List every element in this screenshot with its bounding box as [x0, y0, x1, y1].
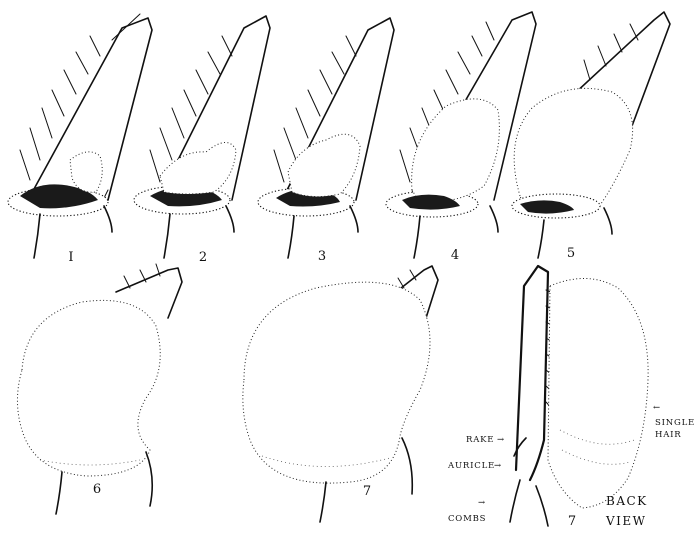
stage-2-leg	[134, 16, 270, 258]
single-hair-arrow: ←	[653, 403, 661, 413]
stage-label-7-front: 7	[363, 484, 371, 499]
stage-5-leg	[512, 12, 670, 258]
stage-label-3: 3	[318, 249, 326, 264]
rake-arrow: →	[497, 435, 505, 445]
stage-1-leg	[8, 14, 152, 258]
stage-label-6: 6	[93, 482, 101, 497]
stage-7-back-view-leg	[510, 266, 648, 526]
single-hair-label-line1: SINGLE	[655, 418, 695, 428]
stage-4-leg	[386, 12, 536, 258]
stage-7-front-leg	[243, 266, 438, 522]
back-view-label-line1: BACK	[606, 494, 648, 508]
back-view-label-line2: VIEW	[605, 514, 647, 528]
single-hair-label-line2: HAIR	[655, 430, 682, 440]
auricle-arrow: →	[494, 461, 502, 471]
stage-label-5: 5	[567, 246, 575, 261]
combs-label: COMBS	[448, 514, 486, 524]
stage-label-1: I	[68, 250, 73, 265]
combs-arrow: →	[478, 498, 486, 508]
stage-label-2: 2	[199, 250, 207, 265]
rake-label: RAKE	[466, 435, 494, 445]
auricle-label: AURICLE	[447, 461, 495, 471]
stage-label-4: 4	[451, 248, 459, 263]
stage-label-7-back: 7	[568, 514, 576, 529]
stage-3-leg	[258, 18, 394, 258]
stage-6-leg	[17, 264, 182, 514]
